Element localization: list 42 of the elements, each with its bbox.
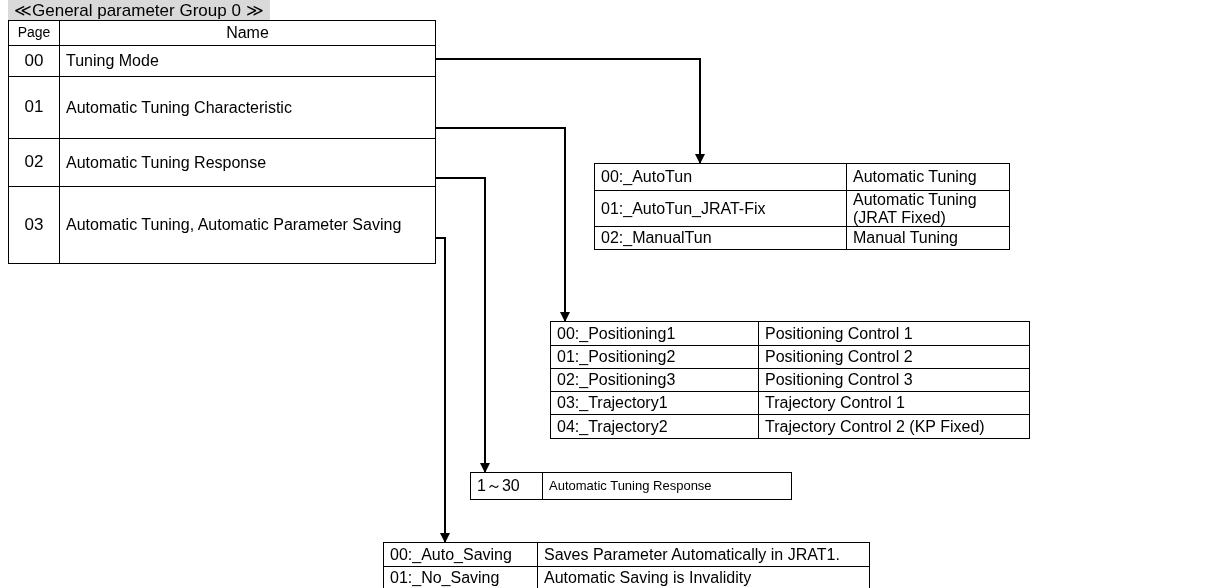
option-description: Automatic Saving is Invalidity xyxy=(537,567,869,588)
option-description: Trajectory Control 1 xyxy=(758,392,1029,414)
option-description: Manual Tuning xyxy=(846,227,1009,249)
arrow xyxy=(434,237,450,543)
option-code: 02:_Positioning3 xyxy=(556,370,677,391)
option-code: 00:_Positioning1 xyxy=(556,323,677,344)
option-code: 00:_Auto_Saving xyxy=(389,544,513,565)
arrow xyxy=(434,58,705,164)
arrow xyxy=(434,127,570,322)
option-code: 01:_Positioning2 xyxy=(556,347,677,368)
option-code: 00:_AutoTun xyxy=(600,167,694,188)
option-description: Automatic Tuning (JRAT Fixed) xyxy=(846,191,1009,226)
option-code: 01:_AutoTun_JRAT-Fix xyxy=(600,198,767,219)
parameter-name: Automatic Tuning Characteristic xyxy=(59,77,435,138)
option-code: 04:_Trajectory2 xyxy=(556,416,669,437)
option-description: Positioning Control 1 xyxy=(758,322,1029,345)
option-description: Automatic Tuning xyxy=(846,164,1009,190)
parameter-table xyxy=(8,20,436,264)
title-banner: ≪General parameter Group 0 ≫ xyxy=(8,0,270,21)
option-description: Positioning Control 3 xyxy=(758,369,1029,391)
option-code: 1～30 xyxy=(476,476,521,497)
parameter-name: Automatic Tuning Response xyxy=(59,139,435,186)
parameter-name: Automatic Tuning, Automatic Parameter Saving xyxy=(59,187,435,263)
column-header: Name xyxy=(59,21,435,45)
option-code: 01:_No_Saving xyxy=(389,568,501,588)
option-code: 02:_ManualTun xyxy=(600,228,713,249)
option-description: Automatic Tuning Response xyxy=(542,473,791,499)
page-number: 02 xyxy=(23,151,45,174)
option-table xyxy=(383,542,870,588)
column-header: Page xyxy=(16,23,52,43)
option-table xyxy=(550,321,1030,439)
parameter-name: Tuning Mode xyxy=(59,46,435,76)
page-number: 00 xyxy=(23,49,45,72)
option-description: Saves Parameter Automatically in JRAT1. xyxy=(537,543,869,566)
page-number: 01 xyxy=(23,96,45,119)
option-description: Trajectory Control 2 (KP Fixed) xyxy=(758,415,1029,438)
page-number: 03 xyxy=(23,213,45,236)
option-table xyxy=(594,163,1010,250)
option-description: Positioning Control 2 xyxy=(758,346,1029,368)
arrow xyxy=(434,177,490,473)
option-code: 03:_Trajectory1 xyxy=(556,393,669,414)
option-table xyxy=(470,472,792,500)
